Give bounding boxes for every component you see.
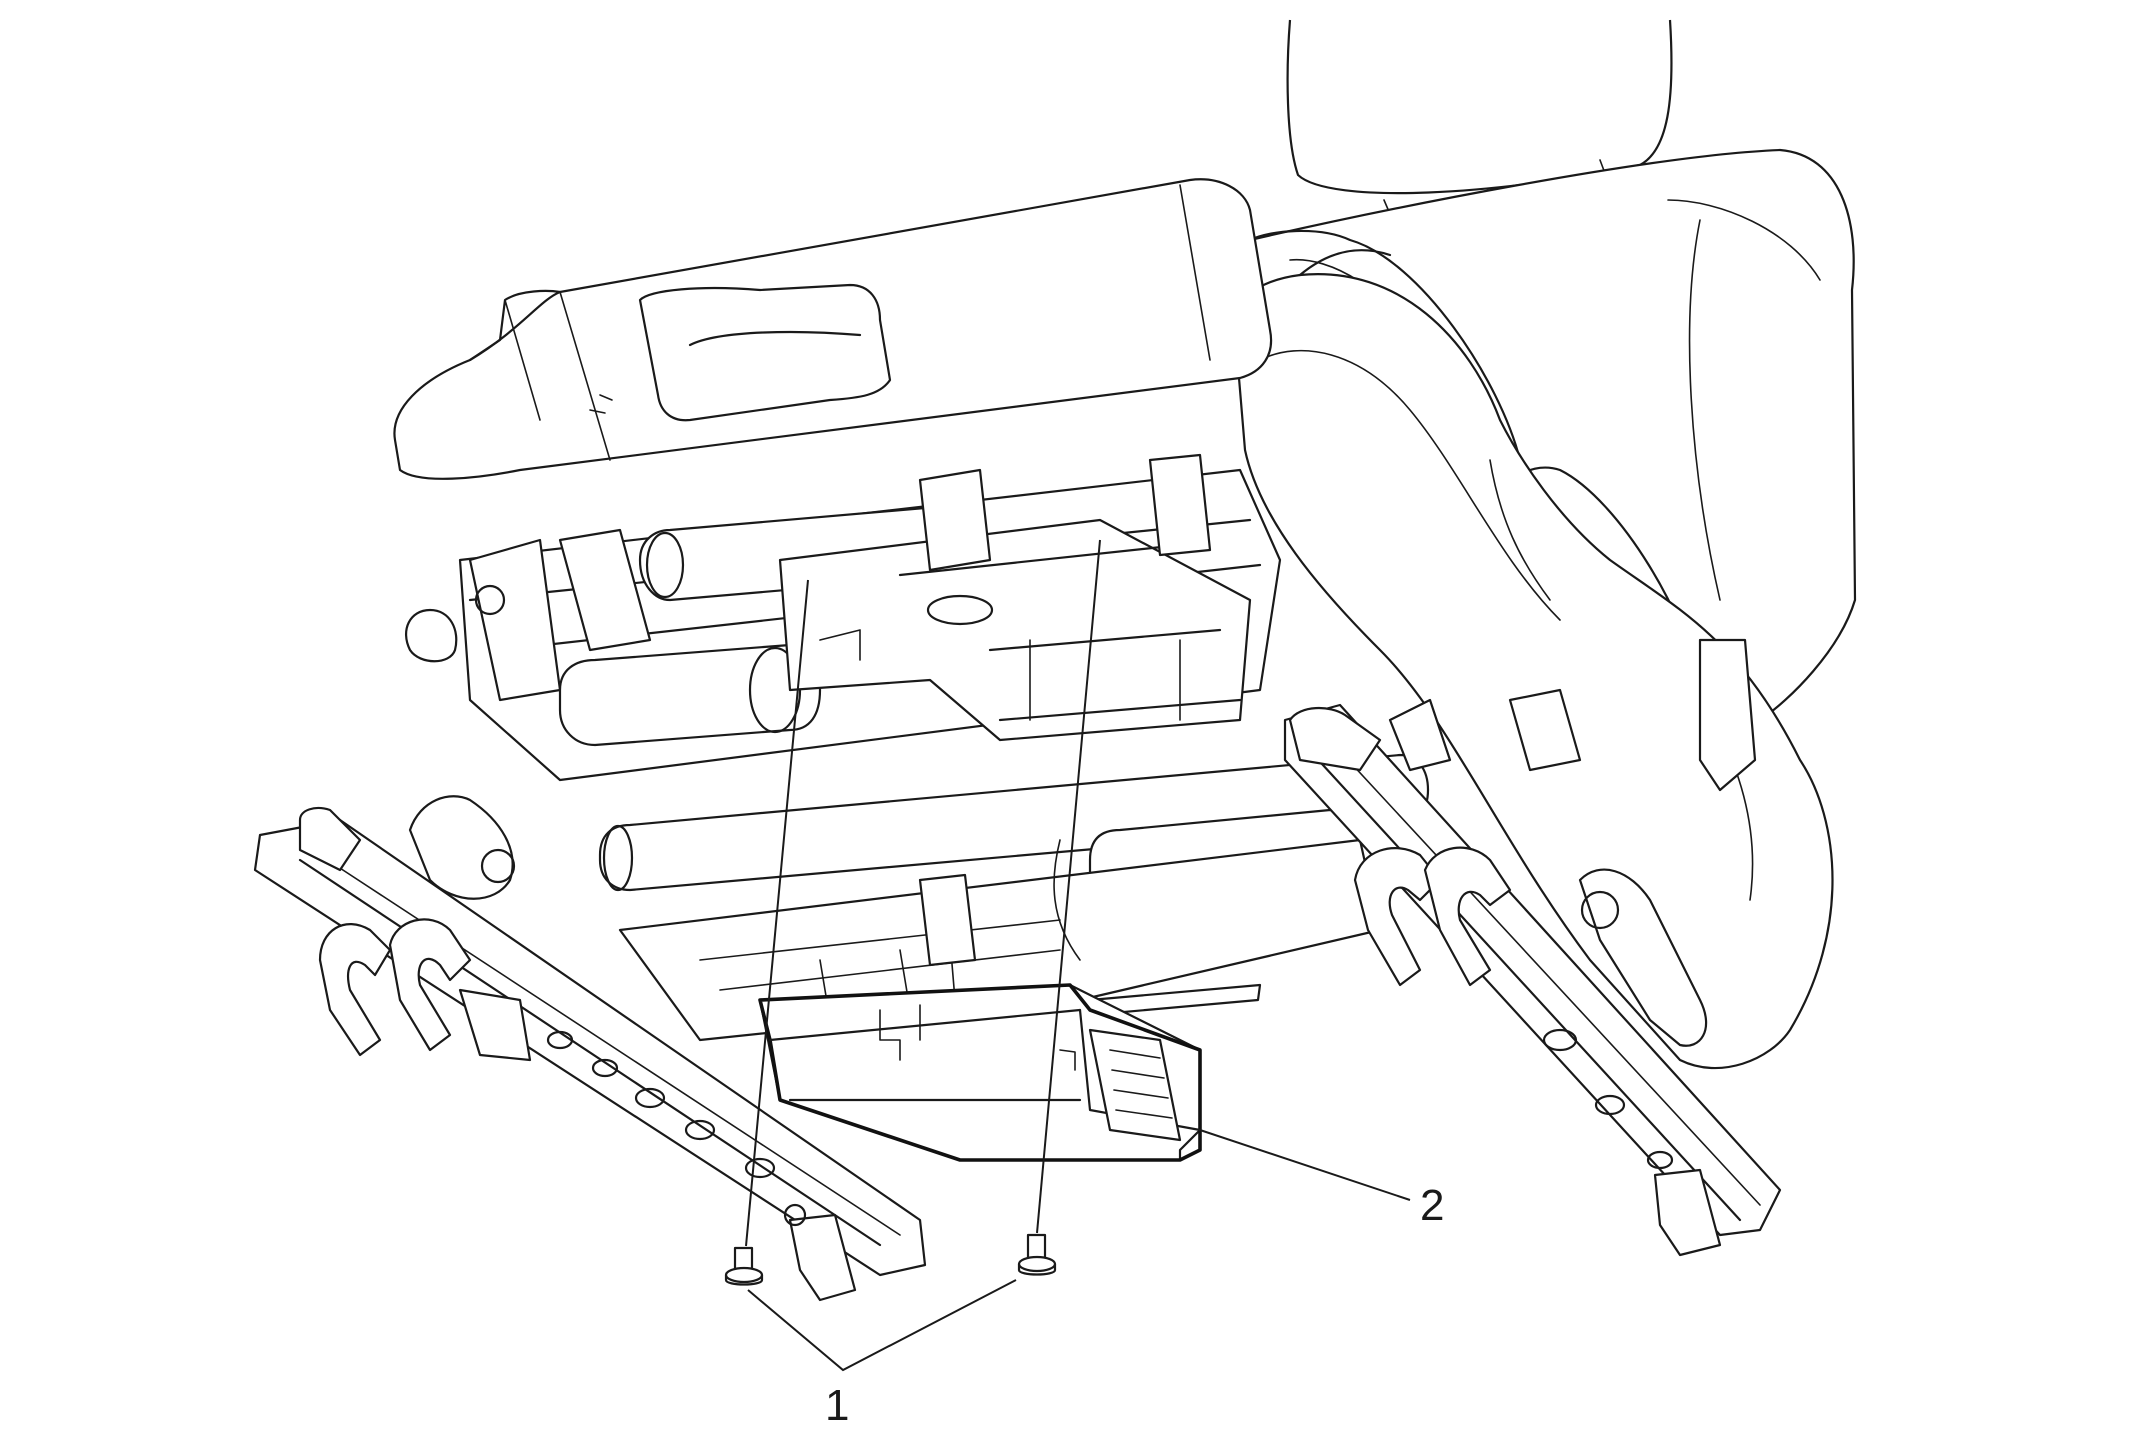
callout-number-2: 2 — [1420, 1181, 1444, 1230]
leader-2 — [1199, 1129, 1411, 1201]
left-bolt — [724, 1246, 764, 1286]
right-seat-track — [1283, 638, 1782, 1257]
bolts — [724, 539, 1101, 1286]
right-bolt — [1017, 1233, 1057, 1276]
left-seat-track — [253, 806, 927, 1302]
seat-cushion — [393, 178, 1273, 480]
control-module — [758, 983, 1202, 1162]
seat-frame — [405, 453, 1430, 1042]
leader-1 — [747, 1279, 1017, 1372]
seat-back-bolster — [1233, 249, 1834, 1070]
leader-lines — [747, 1129, 1411, 1372]
callout-number-1: 1 — [825, 1381, 849, 1430]
